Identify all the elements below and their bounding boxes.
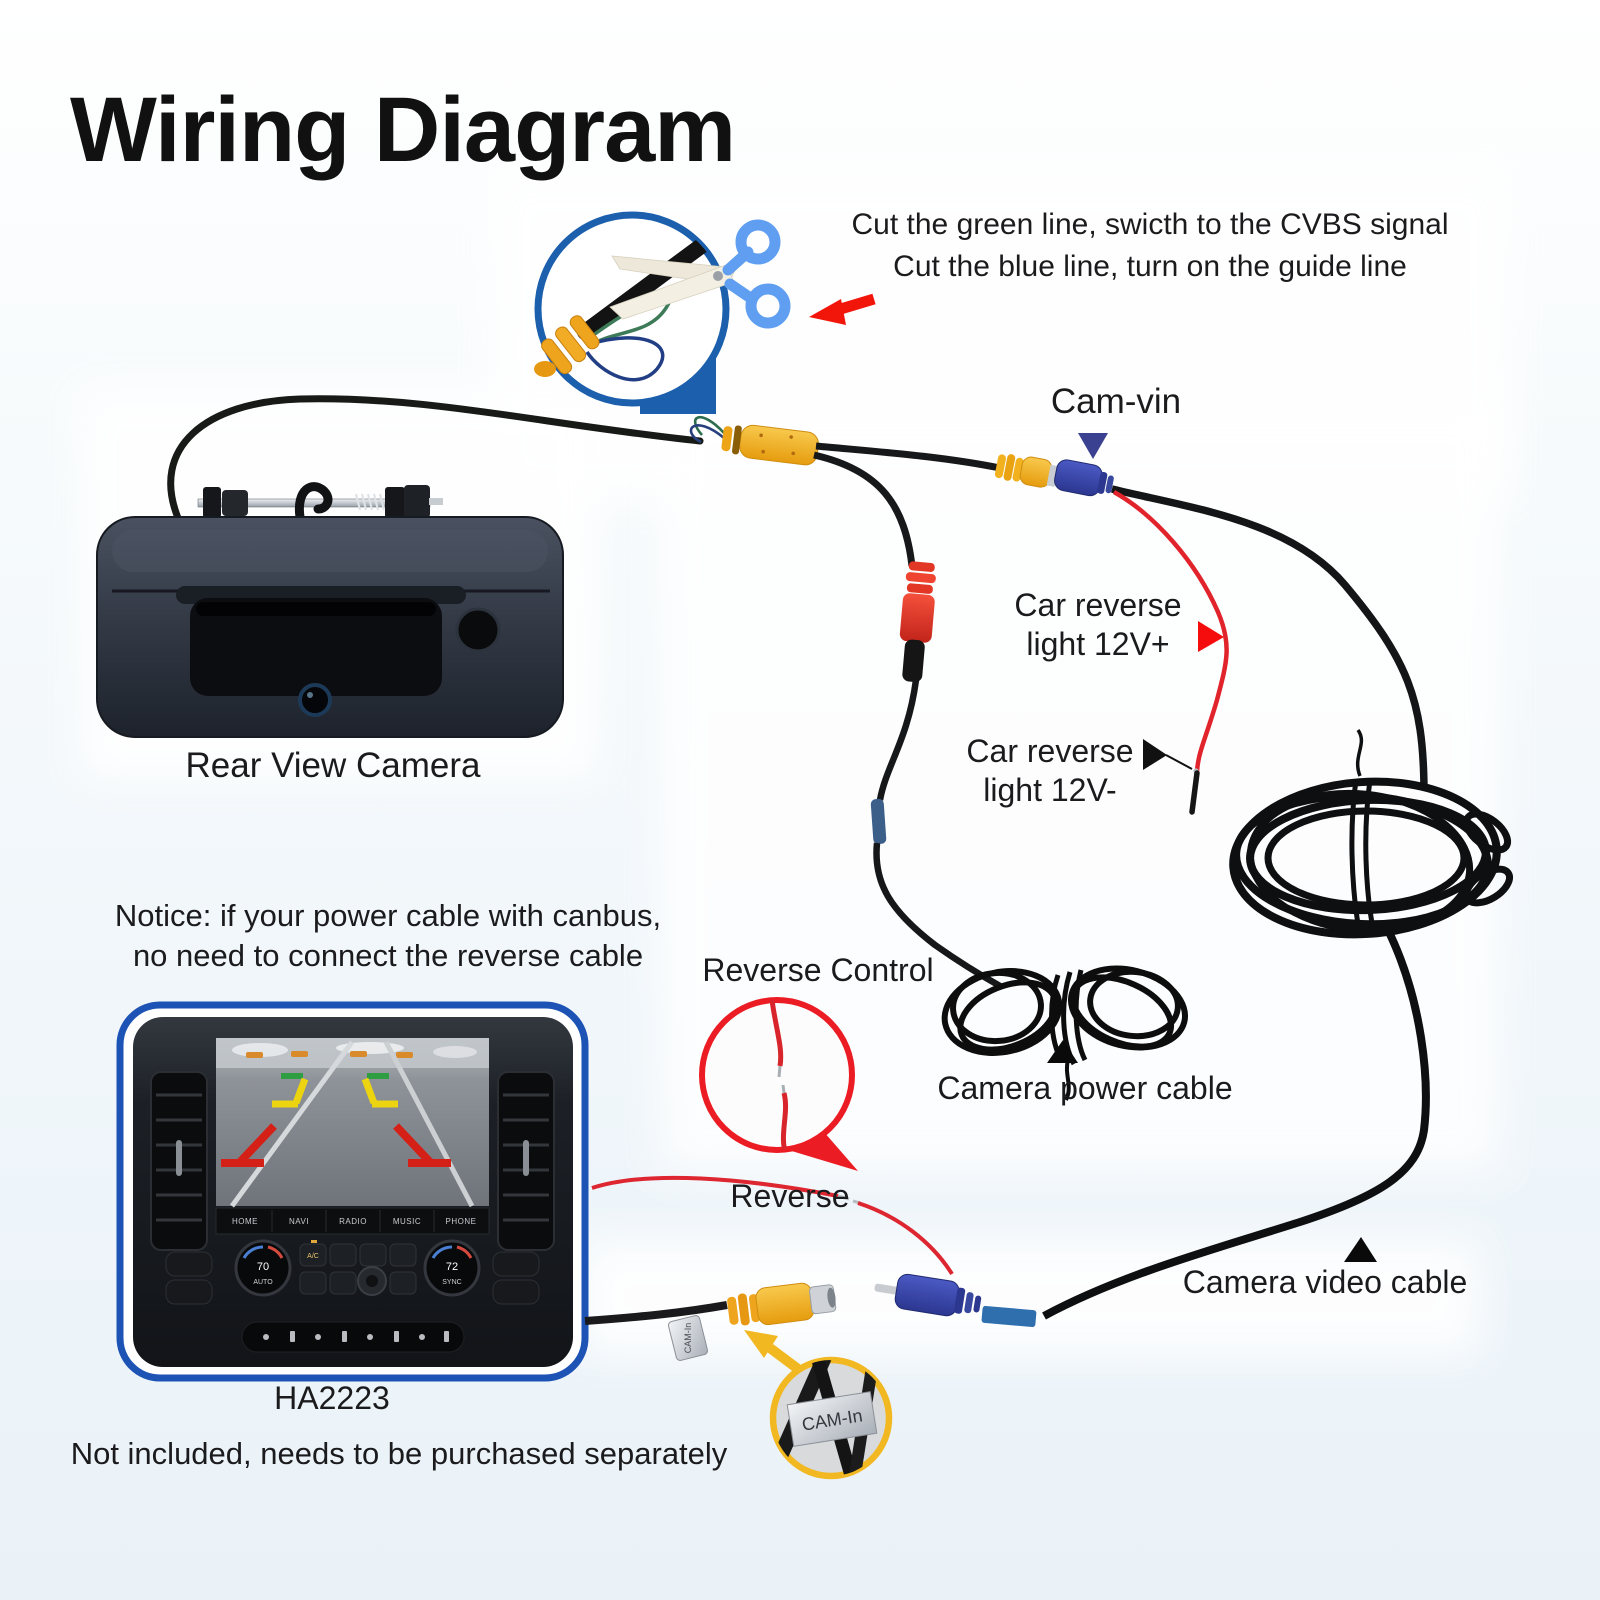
reverse-control-magnifier xyxy=(699,997,858,1171)
reverse-label: Reverse xyxy=(730,1178,850,1214)
cam-vin-label: Cam-vin xyxy=(1050,382,1182,421)
head-unit-screen xyxy=(216,1038,489,1208)
yellow-rca-female xyxy=(727,1282,837,1326)
camera-video-cable-label: Camera video cable xyxy=(1182,1264,1468,1300)
cam-in-tag-clip: CAM-In xyxy=(667,1315,709,1361)
left-knob-value[interactable]: 70 xyxy=(257,1261,269,1273)
cut-wires-magnifier xyxy=(534,211,876,414)
cam-vin-pointer xyxy=(1078,433,1108,459)
camera-video-cable-coil xyxy=(1042,728,1513,1320)
menu-music[interactable]: MUSIC xyxy=(393,1217,421,1226)
rear-view-camera-label: Rear View Camera xyxy=(185,746,481,785)
cable-label-band xyxy=(981,1305,1037,1328)
yellow-rca-plug xyxy=(994,454,1059,488)
head-unit-note-label: Not included, needs to be purchased sepa… xyxy=(70,1436,728,1471)
inline-junction-connector xyxy=(721,424,819,466)
blue-band xyxy=(870,798,887,845)
power-cable-pointer xyxy=(1047,1040,1078,1063)
cut-note-line2: Cut the blue line, turn on the guide lin… xyxy=(893,250,1407,283)
video-cable-run xyxy=(1042,928,1430,1320)
scissors-icon xyxy=(609,219,791,329)
reverse-power-wire xyxy=(1112,490,1229,773)
right-air-vent xyxy=(497,1071,555,1251)
menu-home[interactable]: HOME xyxy=(232,1217,258,1226)
pointer-markers xyxy=(1047,433,1377,1262)
red-arrow-icon xyxy=(809,293,876,325)
wire-black-tip xyxy=(1189,770,1200,815)
cam-in-magnifier: CAM-In xyxy=(744,1330,893,1480)
page-title: Wiring Diagram xyxy=(70,79,736,181)
climate-controls: 70 AUTO 72 SYNC A/C xyxy=(165,1239,540,1305)
reverse-light-negative-line1: Car reverse xyxy=(966,733,1134,769)
cam-in-connection: CAM-In xyxy=(584,1273,1037,1361)
cut-note: Cut the green line, swicth to the CVBS s… xyxy=(852,204,1449,288)
camera-connector-end xyxy=(534,315,600,377)
notice-line1: Notice: if your power cable with canbus, xyxy=(114,898,662,933)
reverse-light-negative-line2: light 12V- xyxy=(983,772,1117,808)
bottom-button-strip xyxy=(241,1321,465,1353)
handle-keyhole xyxy=(455,607,501,653)
blue-wire xyxy=(585,336,665,382)
menu-radio[interactable]: RADIO xyxy=(339,1217,367,1226)
blue-rca-male xyxy=(874,1273,982,1317)
cam-in-tag-text: CAM-In xyxy=(683,1323,693,1354)
reverse-light-positive-line2: light 12V+ xyxy=(1026,626,1170,662)
reverse-wire xyxy=(591,1175,954,1276)
menu-navi[interactable]: NAVI xyxy=(289,1217,309,1226)
camera-power-cable-label: Camera power cable xyxy=(937,1070,1233,1106)
right-knob-label: SYNC xyxy=(442,1279,461,1286)
menu-phone[interactable]: PHONE xyxy=(446,1217,477,1226)
reverse-control-label: Reverse Control xyxy=(702,952,934,988)
yellow-arrow-icon xyxy=(744,1330,778,1358)
rear-view-camera-image xyxy=(96,395,704,738)
reverse-negative-pointer xyxy=(1143,739,1167,770)
reverse-positive-pointer xyxy=(1198,621,1224,652)
head-unit-model-label: HA2223 xyxy=(274,1380,390,1416)
notice-line2: no need to connect the reverse cable xyxy=(132,938,644,973)
cut-note-line1: Cut the green line, swicth to the CVBS s… xyxy=(851,208,1449,241)
reverse-light-positive-line1: Car reverse xyxy=(1014,587,1182,623)
camera-lens xyxy=(298,683,332,717)
head-unit-image: HOME NAVI RADIO MUSIC PHONE 70 AUTO 72 S… xyxy=(116,1001,589,1382)
left-knob-label: AUTO xyxy=(253,1279,273,1286)
red-dc-connector xyxy=(899,561,936,683)
reverse-light-positive-label: Car reverse light 12V+ xyxy=(1014,586,1181,664)
video-cable-pointer xyxy=(1344,1237,1377,1262)
reverse-light-negative-label: Car reverse light 12V- xyxy=(966,732,1133,810)
notice-text: Notice: if your power cable with canbus,… xyxy=(115,896,661,976)
ac-button[interactable]: A/C xyxy=(307,1253,319,1260)
camera-harness xyxy=(689,415,1428,989)
head-unit-menu-bar: HOME NAVI RADIO MUSIC PHONE xyxy=(215,1207,490,1235)
blue-rca-socket xyxy=(1054,459,1114,497)
camera-cable xyxy=(167,395,704,522)
left-air-vent xyxy=(150,1071,208,1251)
right-knob-value[interactable]: 72 xyxy=(446,1261,458,1273)
